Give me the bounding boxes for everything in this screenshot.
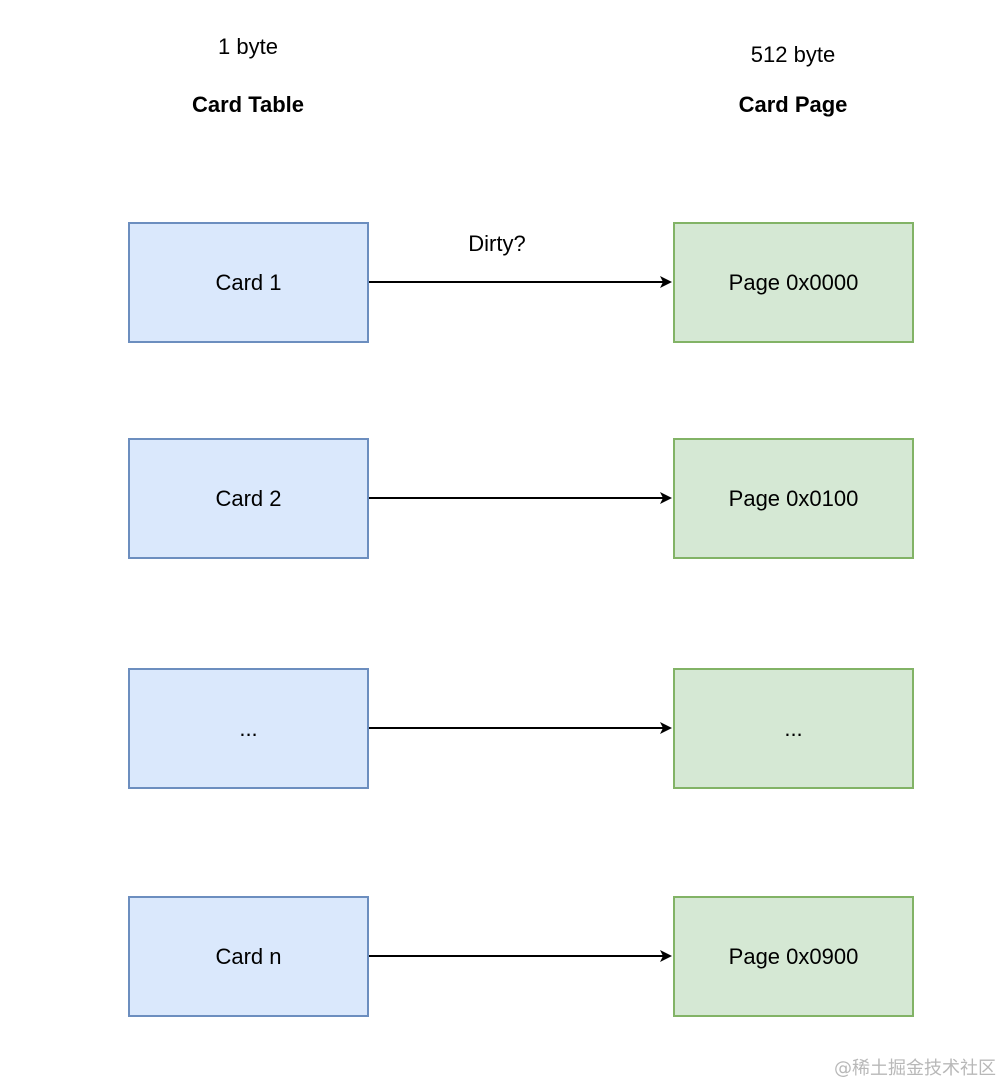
card-box-1: Card 1 xyxy=(128,222,369,343)
card-box-ellipsis-label: ... xyxy=(239,715,258,741)
page-box-2-label: Page 0x0100 xyxy=(728,485,859,511)
card-page-title: Card Page xyxy=(738,92,848,117)
page-box-1-label: Page 0x0000 xyxy=(728,269,859,295)
page-box-n: Page 0x0900 xyxy=(673,896,914,1017)
card-box-ellipsis: ... xyxy=(128,668,369,789)
page-box-ellipsis-label: ... xyxy=(784,715,803,741)
page-box-n-label: Page 0x0900 xyxy=(728,943,859,969)
card-box-2-label: Card 2 xyxy=(215,485,282,511)
card-box-2: Card 2 xyxy=(128,438,369,559)
card-box-1-label: Card 1 xyxy=(215,269,282,295)
dirty-edge-label: Dirty? xyxy=(468,231,526,256)
card-page-size-label: 512 byte xyxy=(750,42,836,67)
watermark: @稀土掘金技术社区 xyxy=(834,1058,996,1079)
card-box-n: Card n xyxy=(128,896,369,1017)
page-box-2: Page 0x0100 xyxy=(673,438,914,559)
page-box-ellipsis: ... xyxy=(673,668,914,789)
card-table-size-label: 1 byte xyxy=(218,34,278,59)
card-box-n-label: Card n xyxy=(215,943,282,969)
card-table-title: Card Table xyxy=(191,92,305,117)
page-box-1: Page 0x0000 xyxy=(673,222,914,343)
